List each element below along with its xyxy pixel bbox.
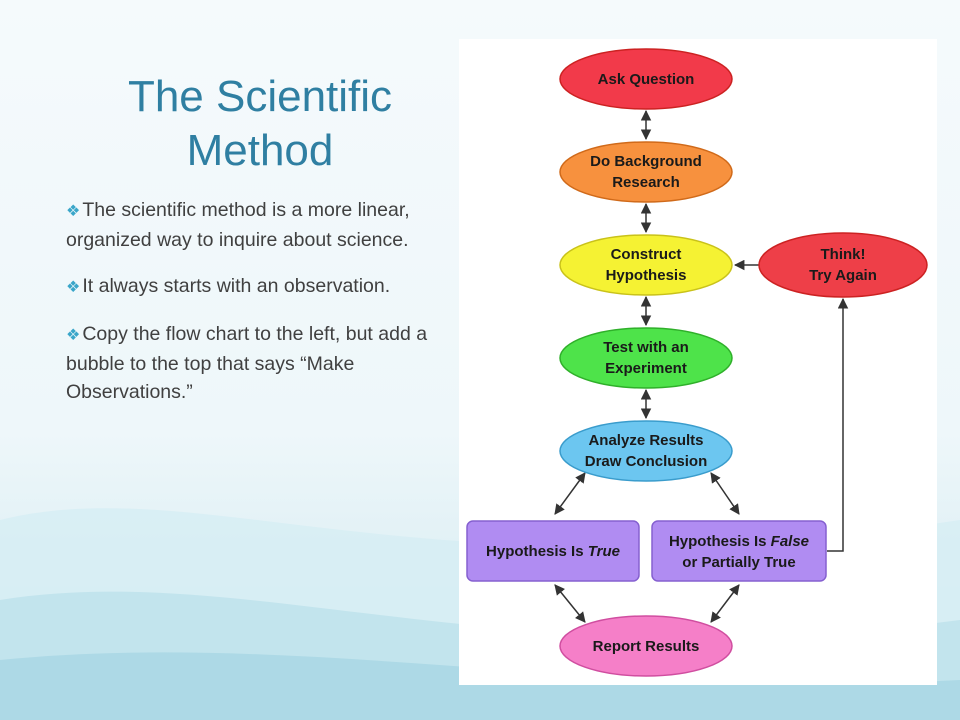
node-experiment-label-1: Test with an — [603, 339, 689, 356]
bullet-item: ❖It always starts with an observation. — [66, 272, 458, 302]
arrow-false-think — [827, 297, 849, 552]
node-analyze-results: Analyze Results Draw Conclusion — [559, 420, 733, 482]
diamond-bullet-icon: ❖ — [66, 327, 81, 344]
node-hypothesis-shape — [559, 234, 733, 296]
node-hypothesis-label-1: Construct — [611, 246, 682, 263]
node-ask-question: Ask Question — [559, 48, 733, 110]
node-report-label: Report Results — [593, 638, 700, 655]
node-ask-label: Ask Question — [598, 71, 695, 88]
title-line-1: The Scientific — [127, 72, 393, 121]
diamond-bullet-icon: ❖ — [66, 279, 81, 296]
node-experiment-label-2: Experiment — [605, 360, 687, 377]
arrow-false-report — [710, 584, 740, 623]
node-background-shape — [559, 141, 733, 203]
bullet-text: Copy the flow chart to the left, but add… — [66, 323, 428, 403]
node-test-experiment: Test with an Experiment — [559, 327, 733, 389]
flowchart: Ask Question Do Background Research Cons… — [459, 39, 937, 685]
node-true-shape — [466, 520, 640, 582]
node-think-label-1: Think! — [821, 246, 866, 263]
page-title: The Scientific Method — [70, 70, 450, 178]
node-false-label-2: or Partially True — [682, 554, 795, 571]
node-analyze-shape — [559, 420, 733, 482]
arrow-analyze-true — [554, 472, 586, 515]
node-report-results: Report Results — [559, 615, 733, 677]
node-false-prefix: Hypothesis Is — [669, 533, 771, 550]
bullet-text: The scientific method is a more linear, … — [66, 199, 410, 251]
node-background-label-2: Research — [612, 174, 680, 191]
node-analyze-label-2: Draw Conclusion — [585, 453, 708, 470]
node-background-label-1: Do Background — [590, 153, 702, 170]
node-report-shape — [559, 615, 733, 677]
bullet-item: ❖Copy the flow chart to the left, but ad… — [66, 320, 458, 406]
node-true-emph: True — [588, 543, 620, 560]
node-background-research: Do Background Research — [559, 141, 733, 203]
arrow-analyze-false — [710, 472, 740, 515]
bullet-text: It always starts with an observation. — [82, 275, 391, 297]
node-true-label: Hypothesis Is True — [486, 543, 620, 560]
node-construct-hypothesis: Construct Hypothesis — [559, 234, 733, 296]
node-hypothesis-false: Hypothesis Is False or Partially True — [651, 520, 827, 582]
node-think-try-again: Think! Try Again — [758, 232, 928, 298]
node-hypothesis-label-2: Hypothesis — [606, 267, 687, 284]
node-true-prefix: Hypothesis Is — [486, 543, 588, 560]
title-line-2: Method — [186, 126, 334, 175]
node-false-label-1: Hypothesis Is False — [669, 533, 809, 550]
node-analyze-label-1: Analyze Results — [588, 432, 703, 449]
node-experiment-shape — [559, 327, 733, 389]
node-false-emph: False — [771, 533, 809, 550]
arrow-true-report — [554, 584, 586, 623]
diamond-bullet-icon: ❖ — [66, 203, 81, 220]
node-think-shape — [758, 232, 928, 298]
bullet-list: ❖The scientific method is a more linear,… — [66, 196, 458, 424]
node-hypothesis-true: Hypothesis Is True — [466, 520, 640, 582]
node-false-shape — [651, 520, 827, 582]
node-ask-shape — [559, 48, 733, 110]
node-think-label-2: Try Again — [809, 267, 877, 284]
bullet-item: ❖The scientific method is a more linear,… — [66, 196, 458, 254]
flowchart-canvas: Ask Question Do Background Research Cons… — [466, 48, 928, 677]
